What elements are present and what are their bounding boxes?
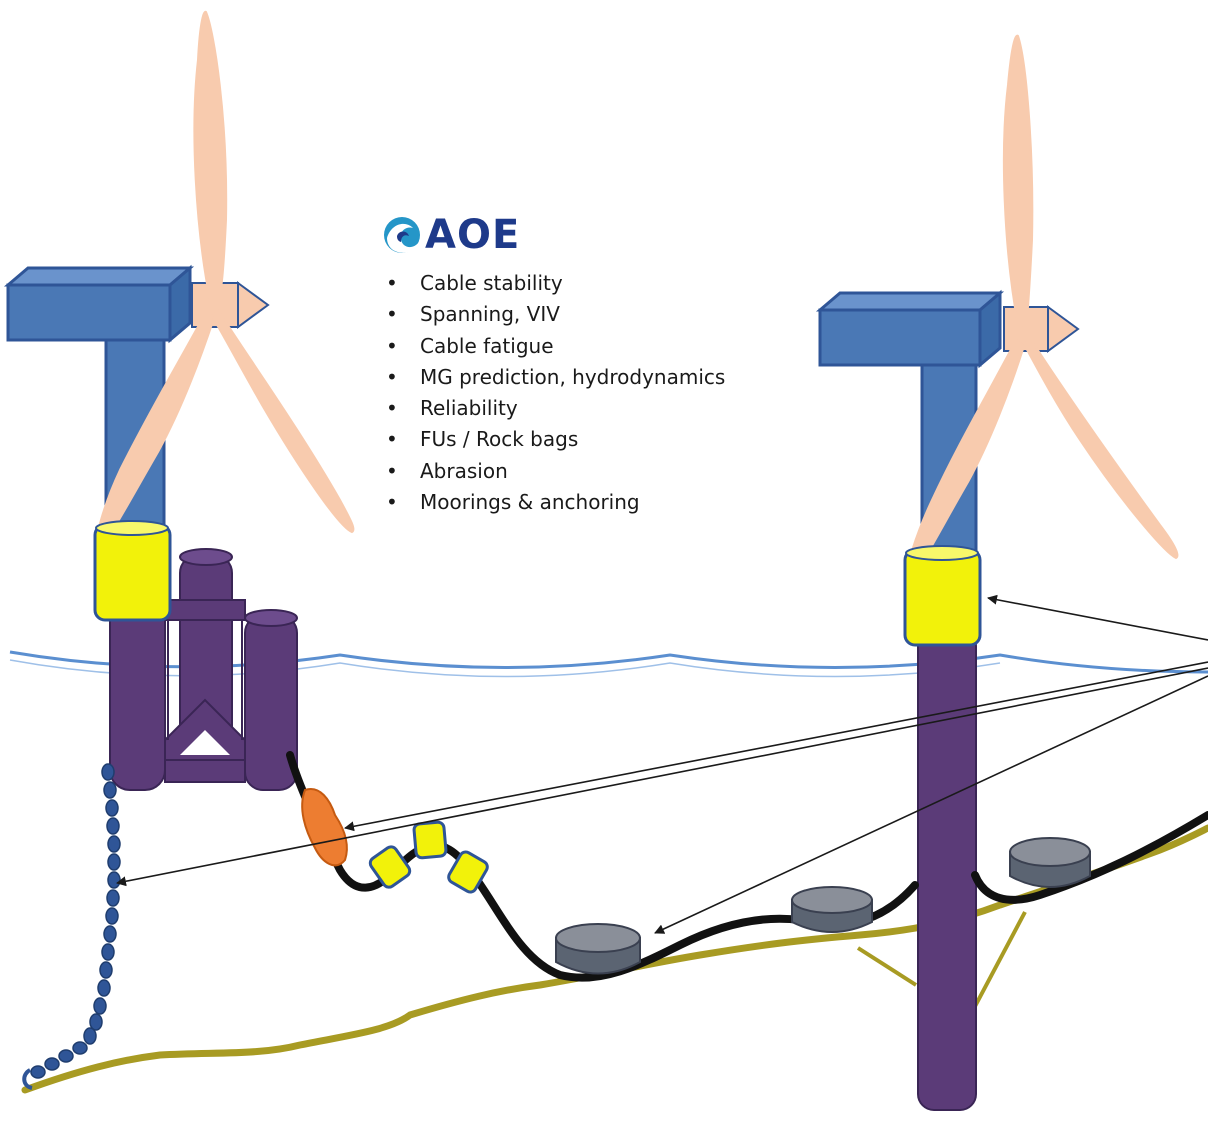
topic-label: Reliability	[420, 396, 518, 421]
topic-label: Cable stability	[420, 271, 563, 295]
right-blade-right	[1022, 336, 1179, 560]
list-item: •MG prediction, hydrodynamics	[384, 362, 725, 393]
mooring-anchor	[22, 1068, 33, 1090]
left-nacelle	[6, 283, 172, 342]
list-item: •Cable fatigue	[384, 331, 725, 362]
topic-label: Abrasion	[420, 458, 508, 483]
left-blade-right	[210, 308, 355, 534]
mooring-chain	[30, 763, 121, 1079]
topic-label: FUs / Rock bags	[420, 427, 579, 452]
arrow-to-rock-bag	[654, 675, 1208, 934]
left-blade-up	[193, 10, 228, 307]
right-collar	[903, 548, 982, 647]
arrow-to-marine-growth	[344, 661, 1208, 832]
rock-bag-2	[791, 886, 873, 933]
arrow-to-collar	[987, 594, 1208, 641]
right-blade-up	[1002, 34, 1034, 332]
power-cable-right	[971, 811, 1208, 904]
list-item: •Moorings & anchoring	[384, 487, 725, 518]
wave-swirl-icon	[384, 217, 420, 253]
logo-name: AOE	[425, 212, 521, 258]
callout-arrows	[116, 594, 1208, 934]
list-item: •Spanning, VIV	[384, 299, 725, 330]
rock-bag-1	[555, 923, 641, 975]
right-turbine	[815, 34, 1179, 1111]
left-collar	[93, 523, 172, 622]
list-item: •Abrasion	[384, 456, 725, 487]
aoe-logo: AOE	[381, 212, 520, 258]
topics-list: •Cable stability •Spanning, VIV •Cable f…	[384, 268, 725, 518]
list-item: •Reliability	[384, 393, 725, 424]
topic-label: Moorings & anchoring	[420, 490, 640, 515]
left-turbine	[3, 10, 355, 791]
topic-label: Cable fatigue	[420, 333, 554, 358]
float-unit-2	[412, 820, 448, 860]
list-item: •Cable stability	[384, 268, 725, 299]
float-unit-3	[447, 850, 489, 894]
right-nacelle	[818, 308, 982, 367]
topic-label: Spanning, VIV	[420, 302, 560, 327]
topic-label: MG prediction, hydrodynamics	[420, 364, 726, 389]
rock-bag-3	[1009, 837, 1091, 888]
right-monopile	[917, 629, 977, 1111]
marine-growth	[301, 788, 348, 867]
arrow-to-chain	[116, 667, 1208, 887]
list-item: •FUs / Rock bags	[384, 424, 725, 455]
float-unit-1	[368, 845, 412, 889]
